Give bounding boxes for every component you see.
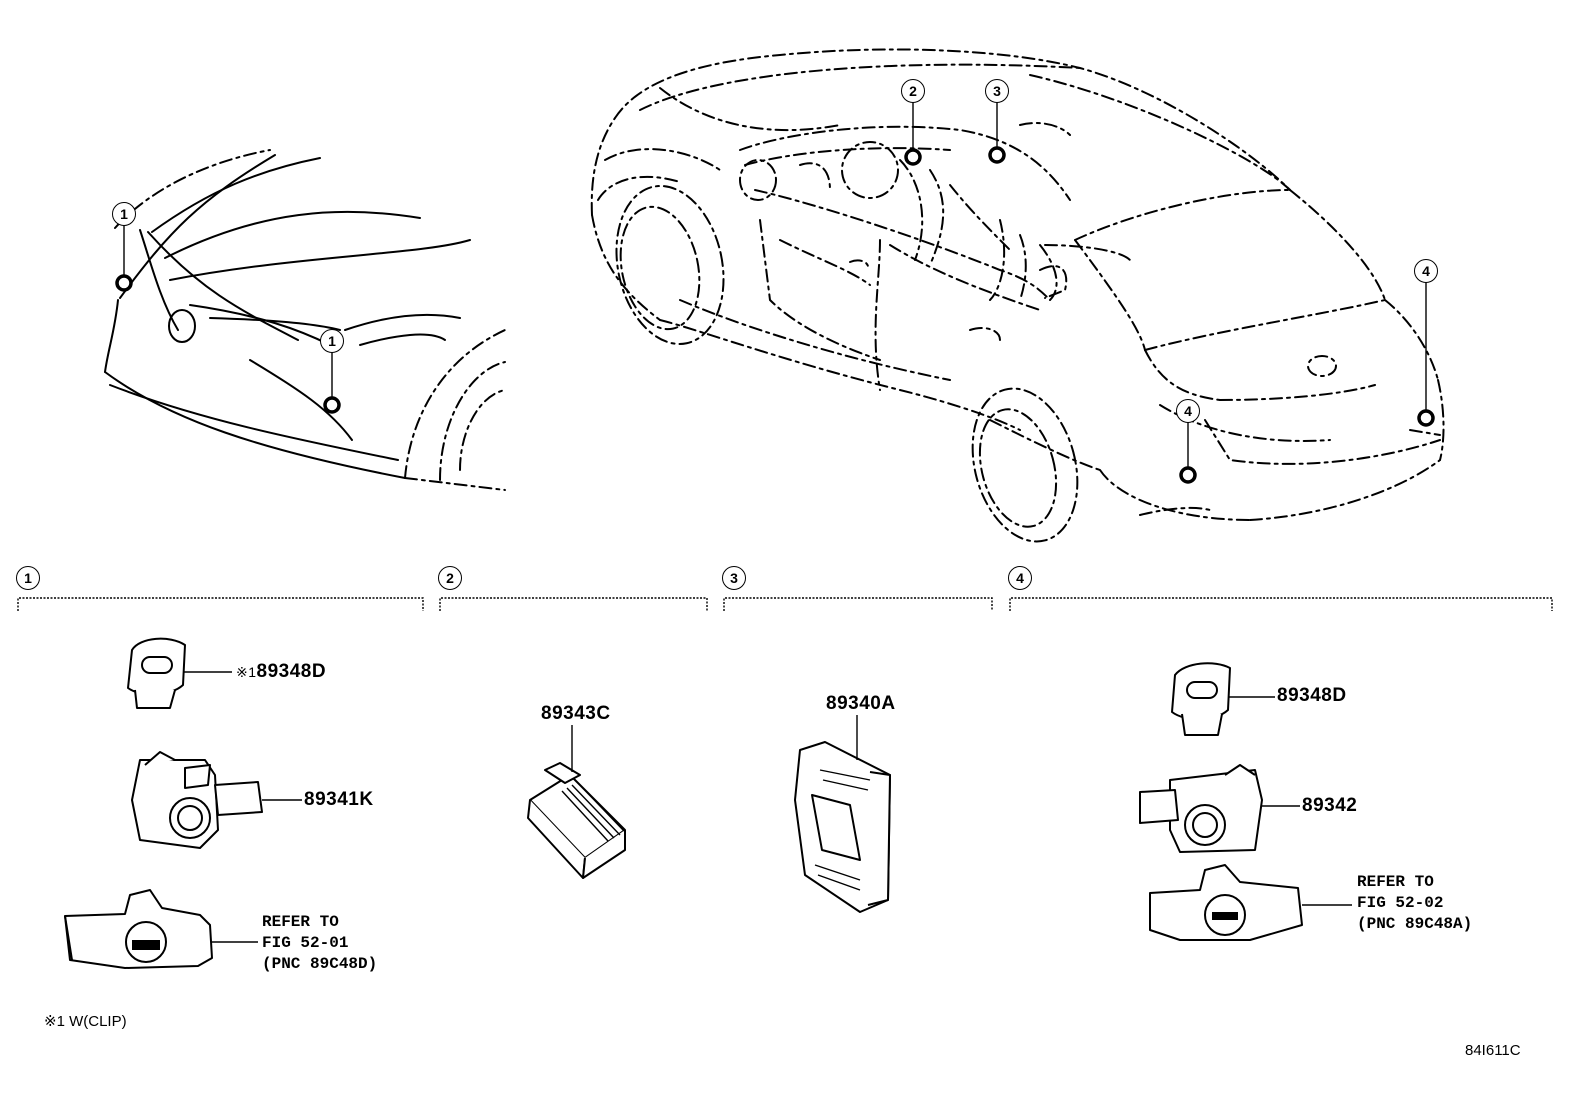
refer-note-s1: REFER TO FIG 52-01 (PNC 89C48D) bbox=[262, 912, 377, 975]
part-clip-s1 bbox=[127, 637, 232, 709]
section-brackets bbox=[17, 597, 1553, 611]
refer-line: FIG 52-01 bbox=[262, 934, 349, 952]
callout-4-rear-a: 4 bbox=[1176, 399, 1200, 423]
refer-line: (PNC 89C48A) bbox=[1357, 915, 1473, 933]
part-label-s2-unit: 89343C bbox=[541, 703, 611, 724]
section-4-number: 4 bbox=[1008, 566, 1032, 590]
rear-car-view bbox=[590, 48, 1445, 543]
part-bracket-s1 bbox=[64, 889, 258, 969]
part-ecu-s2 bbox=[527, 725, 626, 879]
part-ecu-s3 bbox=[794, 715, 891, 913]
clip-part-number: 89348D bbox=[256, 661, 327, 682]
mount-points bbox=[115, 146, 1435, 484]
refer-note-s4: REFER TO FIG 52-02 (PNC 89C48A) bbox=[1357, 872, 1472, 935]
front-sensor-point-b bbox=[323, 396, 341, 414]
rear-sensor-point-a bbox=[1179, 466, 1197, 484]
footnote: ※1 W(CLIP) bbox=[44, 1013, 127, 1030]
front-bumper-view bbox=[104, 149, 506, 491]
part-sensor-s1 bbox=[131, 751, 302, 849]
part-bracket-s4 bbox=[1149, 864, 1352, 941]
refer-line: FIG 52-02 bbox=[1357, 894, 1444, 912]
part-label-s4-clip: 89348D bbox=[1277, 685, 1347, 706]
refer-line: (PNC 89C48D) bbox=[262, 955, 378, 973]
callout-1-front-a: 1 bbox=[112, 202, 136, 226]
section-1-number: 1 bbox=[16, 566, 40, 590]
callout-4-rear-b: 4 bbox=[1414, 259, 1438, 283]
refer-line: REFER TO bbox=[1357, 873, 1434, 891]
callout-3: 3 bbox=[985, 79, 1009, 103]
refer-line: REFER TO bbox=[262, 913, 339, 931]
section-3-number: 3 bbox=[722, 566, 746, 590]
part-label-s1-sensor: 89341K bbox=[304, 789, 374, 810]
callout-1-front-b: 1 bbox=[320, 329, 344, 353]
figure-code: 84I611C bbox=[1465, 1042, 1521, 1059]
rear-sensor-point-b bbox=[1417, 409, 1435, 427]
callout-leaders bbox=[123, 102, 1427, 467]
front-sensor-point-a bbox=[115, 274, 133, 292]
part-label-s1-clip: ※189348D bbox=[236, 662, 326, 682]
part-label-s4-sensor: 89342 bbox=[1302, 795, 1358, 816]
part-sensor-s4 bbox=[1139, 764, 1300, 853]
callout-2: 2 bbox=[901, 79, 925, 103]
ecu-point-2 bbox=[904, 148, 922, 166]
section-2-number: 2 bbox=[438, 566, 462, 590]
clip-note-mark: ※1 bbox=[236, 664, 257, 680]
part-label-s3-unit: 89340A bbox=[826, 693, 896, 714]
ecu-point-3 bbox=[988, 146, 1006, 164]
part-clip-s4 bbox=[1171, 662, 1275, 736]
